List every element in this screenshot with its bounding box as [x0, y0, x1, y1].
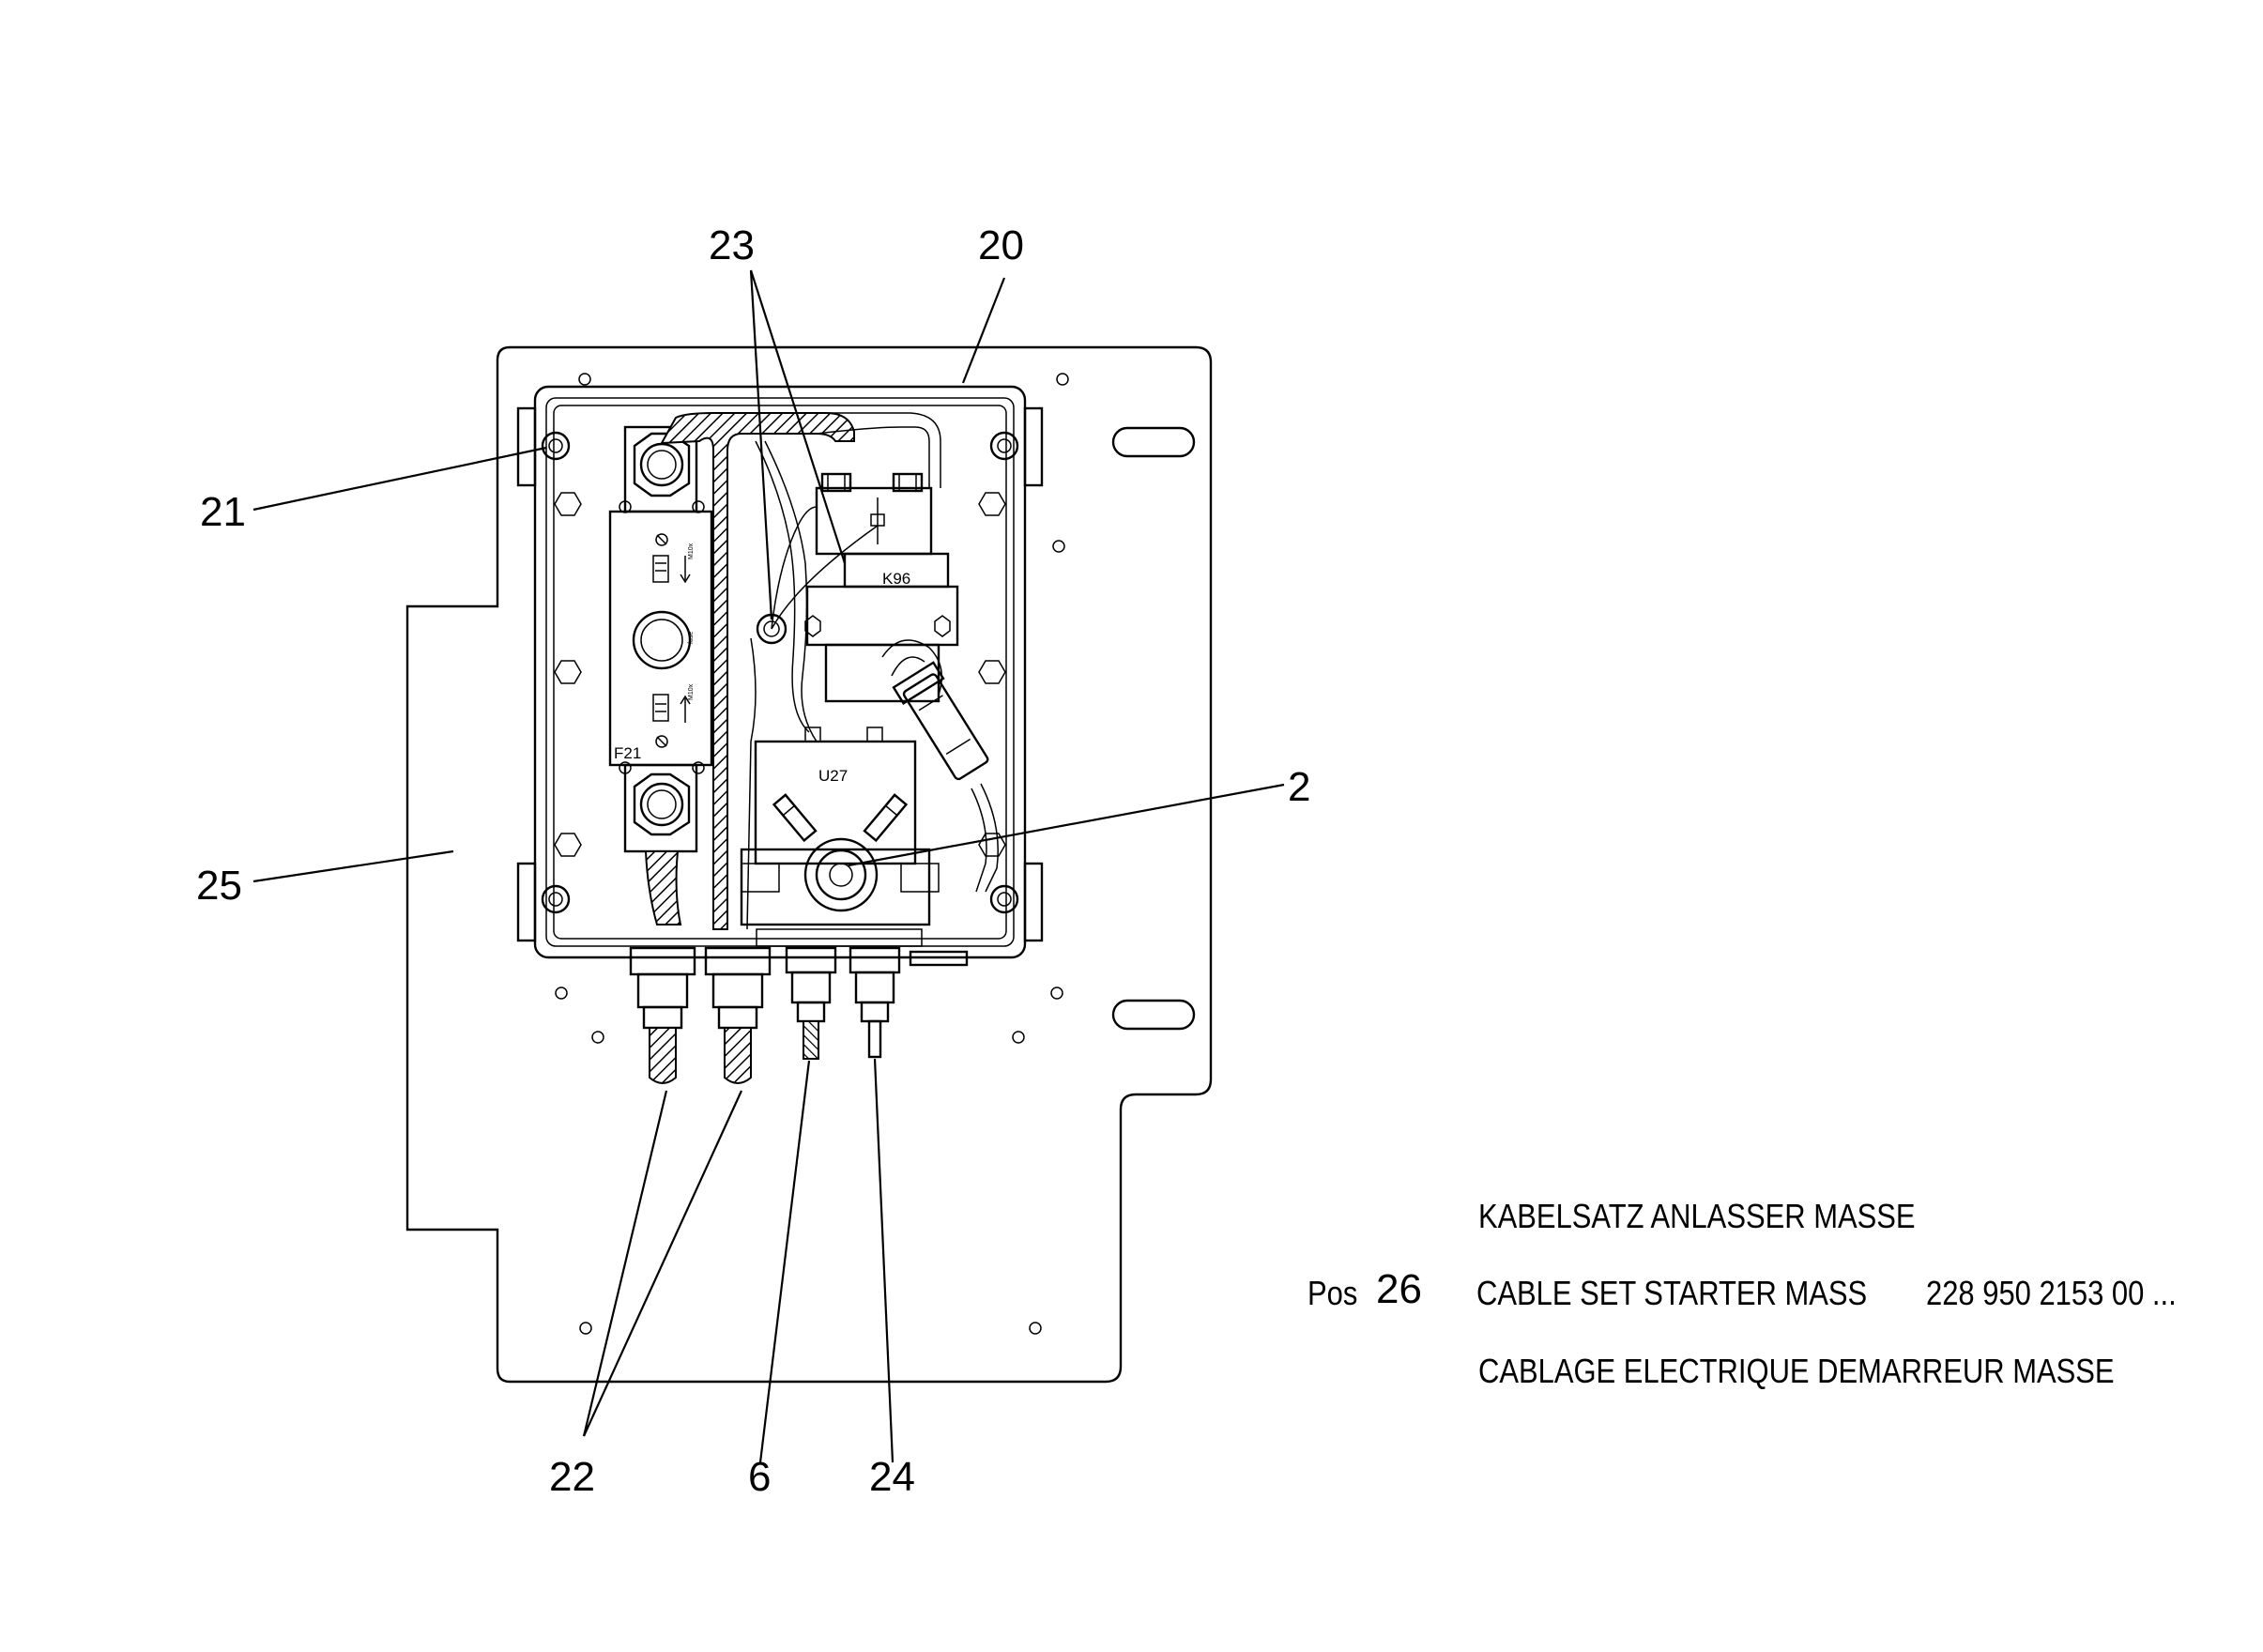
part-name-en: CABLE SET STARTER MASS — [1476, 1276, 1867, 1313]
f21-label: F21 — [614, 744, 641, 762]
leader-lines — [252, 269, 1285, 1463]
part-name-fr: CABLAGE ELECTRIQUE DEMARREUR MASSE — [1478, 1354, 2115, 1391]
fuse-cable-down — [644, 850, 682, 925]
callout-23: 23 — [709, 222, 755, 268]
plate-slot-bottom — [1111, 999, 1196, 1031]
callout-21: 21 — [200, 489, 246, 535]
enclosure-box — [516, 385, 1044, 959]
part-name-de: KABELSATZ ANLASSER MASSE — [1478, 1199, 1916, 1236]
callout-25: 25 — [196, 863, 242, 909]
starter-solenoid — [740, 793, 940, 947]
svg-text:M10x: M10x — [688, 543, 695, 559]
pos-number: 26 — [1376, 1266, 1422, 1312]
plate-slot-top — [1111, 426, 1196, 458]
main-cable-loop — [660, 412, 855, 930]
callout-20: 20 — [978, 222, 1024, 268]
u27-label: U27 — [818, 767, 848, 785]
svg-text:M10x: M10x — [688, 683, 695, 700]
callout-2: 2 — [1288, 764, 1310, 810]
pos-label: Pos — [1307, 1276, 1357, 1313]
mounting-plate — [405, 345, 1213, 1384]
cable-k96-link — [816, 426, 930, 488]
callout-6: 6 — [748, 1454, 771, 1500]
svg-text:fuse: fuse — [688, 632, 695, 644]
unit-u27: U27 — [754, 727, 917, 865]
k96-label: K96 — [882, 570, 910, 588]
sensor-connector — [892, 661, 989, 781]
callout-24: 24 — [869, 1454, 915, 1500]
part-number: 228 950 2153 00 ... — [1926, 1276, 2177, 1313]
plate-holes — [555, 373, 1069, 1335]
thin-wires — [746, 440, 943, 930]
fuse-f21: M10x fuse M10x F21 — [608, 425, 713, 853]
parts-designation: KABELSATZ ANLASSER MASSE Pos 26 CABLE SE… — [1307, 1199, 2177, 1391]
callout-22: 22 — [549, 1454, 595, 1500]
cable-glands — [629, 946, 969, 1084]
